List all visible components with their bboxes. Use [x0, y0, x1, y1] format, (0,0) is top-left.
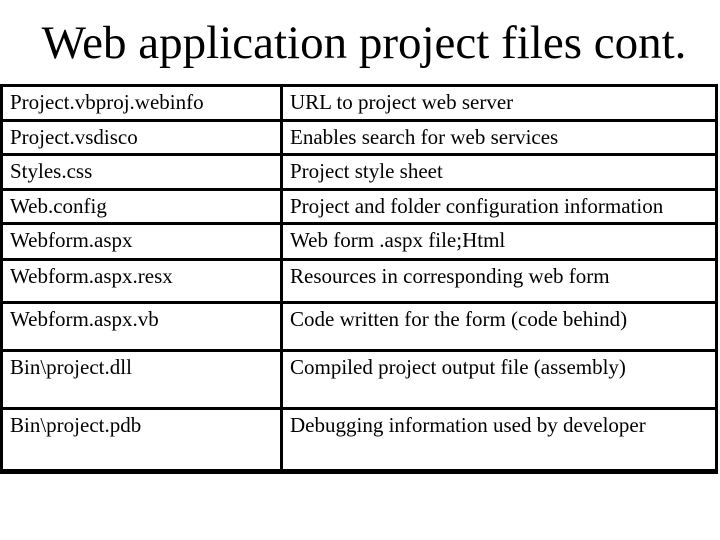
file-description-cell: Project style sheet	[280, 153, 718, 191]
file-name-cell: Bin\project.dll	[0, 349, 283, 410]
table-row: Webform.aspx.resx Resources in correspon…	[0, 258, 718, 304]
table-row: Project.vsdisco Enables search for web s…	[0, 119, 718, 156]
slide-title: Web application project files cont.	[41, 17, 687, 69]
file-description-cell: Debugging information used by developer	[280, 407, 718, 473]
file-name-cell: Bin\project.pdb	[0, 407, 283, 473]
file-description-cell: Project and folder configuration informa…	[280, 188, 718, 225]
table-row: Webform.aspx Web form .aspx file;Html	[0, 222, 718, 261]
file-description-cell: Web form .aspx file;Html	[280, 222, 718, 261]
file-name-cell: Project.vbproj.webinfo	[0, 84, 283, 122]
file-description-cell: Code written for the form (code behind)	[280, 301, 718, 352]
table-row: Web.config Project and folder configurat…	[0, 188, 718, 225]
file-description-cell: Enables search for web services	[280, 119, 718, 156]
table-row: Project.vbproj.webinfo URL to project we…	[0, 84, 718, 122]
file-name-cell: Webform.aspx.resx	[0, 258, 283, 304]
table-row: Styles.css Project style sheet	[0, 153, 718, 191]
file-name-cell: Web.config	[0, 188, 283, 225]
file-name-cell: Project.vsdisco	[0, 119, 283, 156]
file-description-cell: URL to project web server	[280, 84, 718, 122]
file-description-cell: Resources in corresponding web form	[280, 258, 718, 304]
file-name-cell: Webform.aspx	[0, 222, 283, 261]
file-name-cell: Webform.aspx.vb	[0, 301, 283, 352]
project-files-table: Project.vbproj.webinfo URL to project we…	[0, 84, 718, 474]
table-row: Bin\project.pdb Debugging information us…	[0, 407, 718, 473]
file-description-cell: Compiled project output file (assembly)	[280, 349, 718, 410]
table-row: Bin\project.dll Compiled project output …	[0, 349, 718, 410]
file-name-cell: Styles.css	[0, 153, 283, 191]
table-row: Webform.aspx.vb Code written for the for…	[0, 301, 718, 352]
project-files-table-body: Project.vbproj.webinfo URL to project we…	[0, 84, 718, 473]
